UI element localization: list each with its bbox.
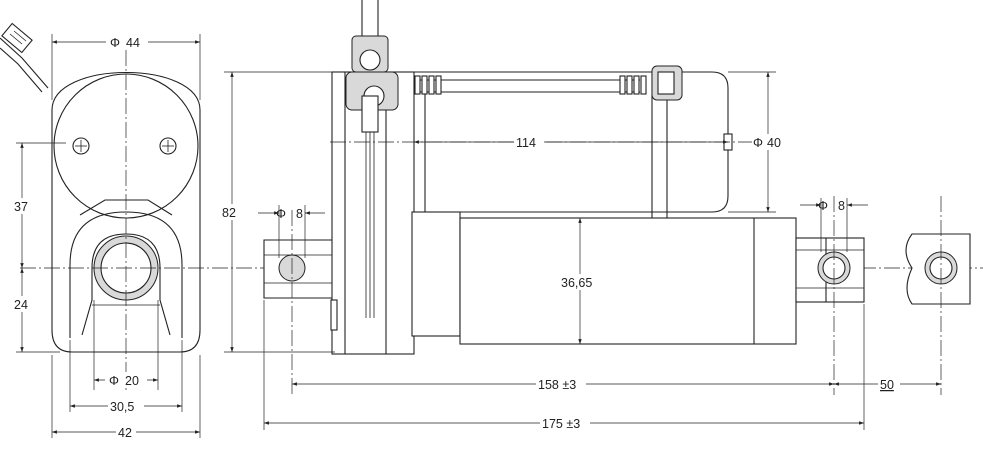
dim-stroke-158: 158 ±3 xyxy=(292,376,834,392)
dim-phi-8-right: Φ 8 xyxy=(800,198,868,252)
dim-width-42: 42 xyxy=(51,355,201,440)
phi-44-symbol: Φ xyxy=(110,36,120,50)
dim-length-175: 175 ±3 xyxy=(263,300,865,431)
screw-left xyxy=(72,137,90,155)
extension-50-label: 50 xyxy=(880,378,894,392)
phi-20-symbol: Φ xyxy=(109,374,119,388)
rear-mount-lug xyxy=(69,211,183,338)
cable-connector xyxy=(0,22,49,93)
dim-phi-20: Φ 20 xyxy=(93,300,159,390)
phi-44-label: 44 xyxy=(126,36,140,50)
diameter-36-65-label: 36,65 xyxy=(561,276,592,290)
dim-phi-8-left: Φ 8 xyxy=(258,205,325,258)
dim-width-30-5: 30,5 xyxy=(69,340,183,414)
phi-8-left-label: 8 xyxy=(296,207,303,221)
dim-length-114: 114 xyxy=(414,134,728,150)
screw-right xyxy=(159,137,177,155)
outer-tube xyxy=(459,217,797,345)
phi-40-label: 40 xyxy=(767,136,781,150)
cable-beads-right xyxy=(619,75,647,95)
height-82-label: 82 xyxy=(222,206,236,220)
dim-height-37: 37 xyxy=(14,142,66,268)
phi-8-right-label: 8 xyxy=(838,199,845,213)
phi-8-left-symbol: Φ xyxy=(276,207,286,221)
dim-height-24: 24 xyxy=(14,268,60,353)
side-view xyxy=(263,0,971,355)
height-37-label: 37 xyxy=(14,200,28,214)
phi-8-right-symbol: Φ xyxy=(818,199,828,213)
stroke-158-label: 158 ±3 xyxy=(538,378,576,392)
gear-housing xyxy=(411,211,461,337)
dim-height-82: 82 xyxy=(221,71,350,353)
phi-20-label: 20 xyxy=(125,374,139,388)
dim-phi-40: Φ 40 xyxy=(728,71,788,213)
phi-40-symbol: Φ xyxy=(753,136,763,150)
width-42-label: 42 xyxy=(118,426,132,440)
dim-phi-44: Φ 44 xyxy=(51,34,201,100)
dim-diameter-36-65: 36,65 xyxy=(560,218,602,344)
length-175-label: 175 ±3 xyxy=(542,417,580,431)
height-24-label: 24 xyxy=(14,298,28,312)
width-30-5-label: 30,5 xyxy=(110,400,134,414)
length-114-label: 114 xyxy=(516,136,536,150)
dim-extension-50: 50 xyxy=(834,376,941,392)
